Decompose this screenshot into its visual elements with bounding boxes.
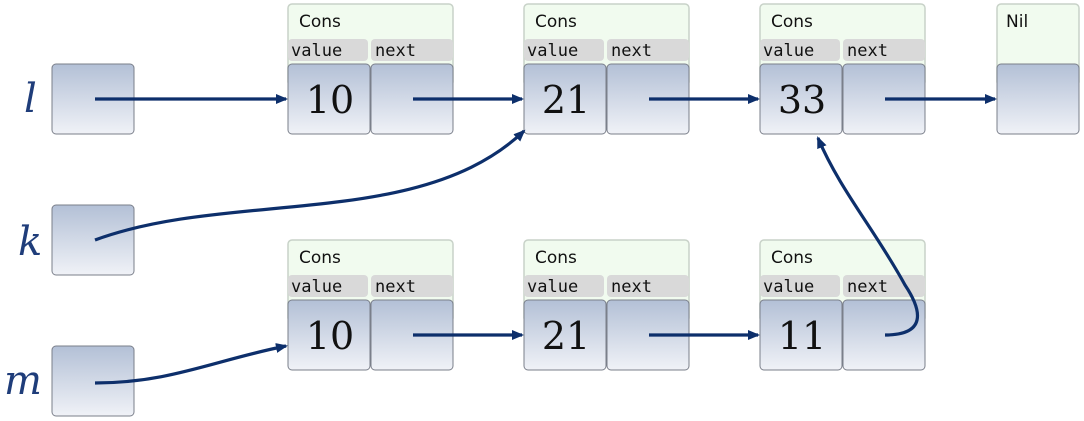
value-field-label: value [291,277,342,297]
value-field-tag [760,39,840,61]
next-field-tag [371,39,453,61]
variable-k: k [18,204,135,276]
variable-m: m [4,345,135,417]
value-field-label: value [763,277,814,297]
next-field-tag [843,39,925,61]
node-value: 10 [306,314,354,358]
next-field-tag [371,275,453,297]
variable-label-k: k [18,219,42,265]
top-node-1: Cons value next 10 [287,3,454,135]
value-cell [287,299,371,371]
variable-box-k [51,204,135,276]
variable-l: l [24,63,135,135]
node-value: 21 [542,314,590,358]
node-value: 21 [542,78,590,122]
value-field-tag [288,39,368,61]
node-value: 10 [306,78,354,122]
value-field-label: value [527,41,578,61]
node-type-label: Cons [535,12,577,32]
bottom-node-2: Cons value next 21 [523,239,690,371]
next-field-tag [607,275,689,297]
nil-cell [996,63,1080,135]
node-type-label: Cons [771,248,813,268]
value-field-label: value [291,41,342,61]
bottom-node-3: Cons value next 11 [759,239,926,371]
pointer-k-to-top-node-2 [94,129,526,242]
top-node-3: Cons value next 33 [759,3,926,135]
next-cell [842,299,926,371]
node-value: 33 [778,78,826,122]
value-field-tag [524,39,604,61]
node-type-label: Cons [771,12,813,32]
next-field-label: next [847,277,888,297]
nil-node: Nil [996,3,1080,135]
variable-label-l: l [24,76,37,122]
value-cell [523,299,607,371]
value-cell [287,63,371,135]
node-value: 11 [778,314,826,358]
variable-label-m: m [4,358,42,404]
bottom-node-1: Cons value next 10 [287,239,454,371]
value-cell [759,63,843,135]
value-field-tag [288,275,368,297]
node-type-label: Cons [535,248,577,268]
value-field-label: value [527,277,578,297]
value-cell [523,63,607,135]
node-type-label: Nil [1006,12,1028,32]
value-cell [759,299,843,371]
next-field-label: next [375,277,416,297]
next-field-label: next [611,41,652,61]
next-field-tag [607,39,689,61]
top-node-2: Cons value next 21 [523,3,690,135]
value-field-tag [760,275,840,297]
next-field-label: next [611,277,652,297]
pointer-bottom-node-3-to-top-node-3 [816,136,919,337]
node-type-label: Cons [299,248,341,268]
next-field-tag [843,275,925,297]
value-field-tag [524,275,604,297]
next-field-label: next [375,41,416,61]
node-type-label: Cons [299,12,341,32]
next-field-label: next [847,41,888,61]
value-field-label: value [763,41,814,61]
pointer-m-to-bottom-node-1 [94,343,288,385]
